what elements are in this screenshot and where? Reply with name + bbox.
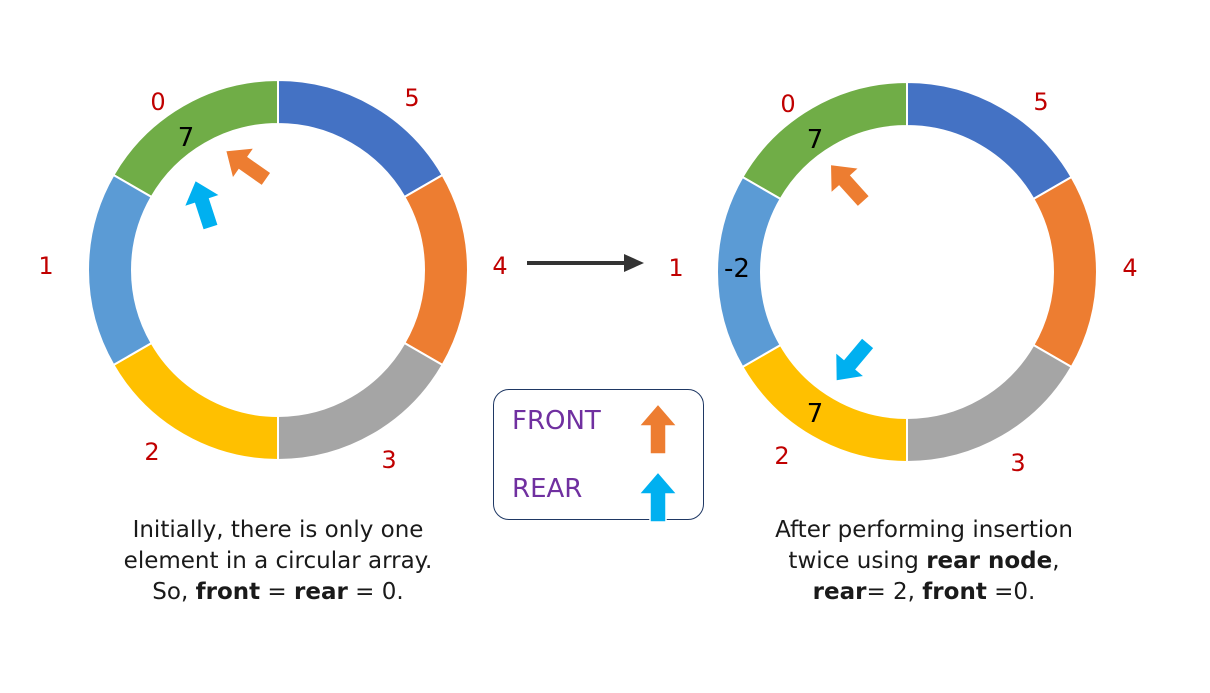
index-label-0: 0 [150,88,165,116]
index-label-2: 2 [774,442,789,470]
segment-1 [87,173,153,367]
cell-value-0: 7 [178,123,195,153]
segment-2 [741,343,908,464]
caption-text: = [260,579,295,605]
segment-4 [1032,175,1098,369]
index-label-0: 0 [780,90,795,118]
segment-0 [741,80,908,201]
ring-segments [716,80,1098,464]
caption-after-insertion: After performing insertion twice using r… [724,515,1124,608]
cell-value-2: 7 [807,399,824,429]
ring-segments [87,78,469,462]
caption-keyword-rear: rear [812,579,867,605]
caption-line: twice using rear node, [724,546,1124,577]
caption-text: twice using [788,548,927,574]
circular-array-initial: 0 5 4 3 2 1 7 [38,78,508,474]
front-pointer-arrow [815,150,879,216]
index-label-4: 4 [1122,254,1137,282]
caption-text: So, [152,579,196,605]
index-label-3: 3 [1010,449,1025,477]
index-label-5: 5 [1033,88,1048,116]
cell-value-0: 7 [807,125,824,155]
caption-keyword-front: front [195,579,261,605]
legend-rear-label: REAR [512,474,583,504]
caption-keyword-rear: rear [294,579,348,605]
caption-line: So, front = rear = 0. [88,577,468,608]
index-label-4: 4 [492,252,507,280]
caption-line: element in a circular array. [123,548,433,574]
caption-text: = 2, [866,579,923,605]
transition-arrow [527,254,644,272]
legend-front-arrow-icon [637,402,679,455]
caption-text: = 0. [347,579,404,605]
caption-line: rear= 2, front =0. [724,577,1124,608]
index-label-2: 2 [144,438,159,466]
index-label-1: 1 [668,254,683,282]
caption-initial-state: Initially, there is only one element in … [88,515,468,608]
caption-text: =0. [986,579,1036,605]
circular-array-after-insertion: 0 5 4 3 2 1 7 7 -2 [668,80,1138,477]
caption-line: After performing insertion [775,517,1073,543]
legend-front-label: FRONT [512,406,601,436]
index-label-1: 1 [38,252,53,280]
legend-rear-arrow-icon [637,470,679,523]
caption-line: Initially, there is only one [132,517,424,543]
caption-keyword-front: front [922,579,987,605]
front-pointer-arrow [213,134,279,196]
segment-4 [403,173,469,367]
legend: FRONT REAR [493,389,704,523]
cell-value-1: -2 [724,254,750,284]
caption-keyword-rear-node: rear node [926,548,1053,574]
segment-3 [906,343,1073,464]
rear-pointer-arrow [176,173,230,235]
index-label-3: 3 [381,446,396,474]
segment-2 [112,341,279,462]
rear-pointer-arrow [820,329,884,395]
index-label-5: 5 [404,84,419,112]
segment-1 [716,175,782,369]
caption-text: , [1052,548,1060,574]
segment-3 [277,341,444,462]
